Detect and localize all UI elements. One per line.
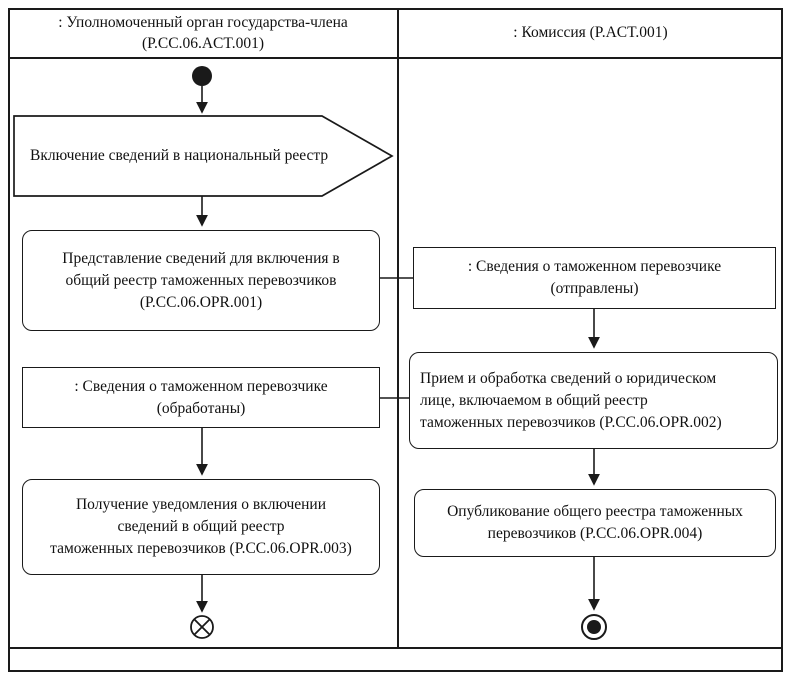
activity-opr001: Представление сведений для включения в о… (22, 230, 380, 331)
activity-text-line: Прием и обработка сведений о юридическом (420, 369, 717, 387)
activity-text-line: таможенных перевозчиков (P.CC.06.OPR.003… (50, 540, 352, 557)
activity-text-line: Опубликование общего реестра таможенных (447, 503, 743, 520)
lane-header-commission: : Комиссия (P.ACT.001) (400, 8, 781, 57)
object-text-line: (отправлены) (550, 280, 639, 297)
activity-text-line: таможенных перевозчиков (P.CC.06.OPR.002… (420, 413, 722, 431)
activity-text-line: общий реестр таможенных перевозчиков (65, 271, 337, 289)
activity-opr003: Получение уведомления о включении сведен… (22, 479, 380, 575)
object-node-data-processed: : Сведения о таможенном перевозчике (обр… (22, 367, 380, 428)
lane-divider (397, 8, 399, 648)
object-text-line: : Сведения о таможенном перевозчике (74, 377, 328, 395)
object-node-data-sent: : Сведения о таможенном перевозчике (отп… (413, 247, 776, 309)
lane-title: : Комиссия (P.ACT.001) (513, 24, 668, 41)
lane-title: : Уполномоченный орган государства-члена (58, 13, 348, 31)
activity-text-line: (P.CC.06.OPR.001) (139, 293, 263, 311)
diagram-footer-rule (8, 647, 783, 649)
activity-text-line: сведений в общий реестр (117, 518, 285, 535)
object-text-line: : Сведения о таможенном перевозчике (467, 258, 722, 275)
lane-header-authorized-body: : Уполномоченный орган государства-члена… (10, 8, 396, 57)
activity-text-line: Представление сведений для включения в (62, 249, 340, 267)
activity-text-line: Получение уведомления о включении (75, 496, 326, 513)
activity-opr004: Опубликование общего реестра таможенных … (414, 489, 776, 557)
signal-label: Включение сведений в национальный реестр (30, 147, 329, 164)
lane-subtitle: (P.CC.06.ACT.001) (141, 34, 264, 52)
activity-text-line: перевозчиков (P.CC.06.OPR.004) (487, 525, 703, 542)
activity-text-line: лице, включаемом в общий реестр (420, 391, 648, 409)
diagram-frame (8, 8, 783, 672)
object-text-line: (обработаны) (156, 399, 246, 417)
activity-opr002: Прием и обработка сведений о юридическом… (409, 352, 778, 449)
lane-header-rule (8, 57, 783, 59)
